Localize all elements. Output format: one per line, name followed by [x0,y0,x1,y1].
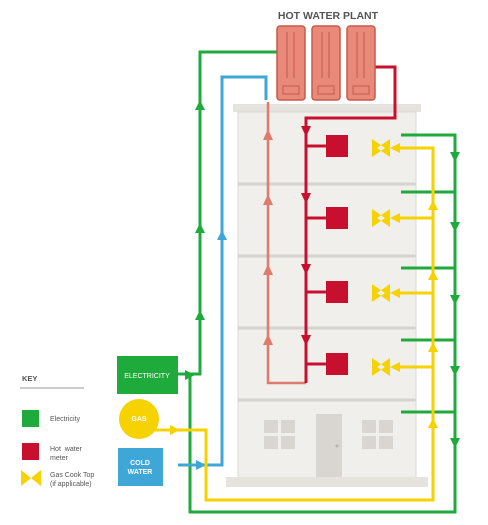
legend-hot-water-meter-swatch [22,443,39,460]
electricity-source-label: ELECTRICITY [124,373,170,380]
legend-electricity-swatch [22,410,39,427]
gas-source-label: GAS [131,416,147,423]
legend-gas-cooktop-label-line2: (if applicable) [50,481,92,488]
legend-gas-valve-icon [21,470,41,486]
diagram-title: HOT WATER PLANT [278,10,379,22]
hot-water-plant [276,25,376,101]
legend-electricity-label: Electricity [50,416,80,423]
cold-water-label-line2: WATER [128,469,153,476]
gas-lines [150,146,435,502]
hot-water-return-arrows [263,129,273,345]
hot-water-meter [326,281,348,303]
gas-source: GAS [119,399,159,439]
legend: KEY Electricity Hot water meter Gas Cook… [20,374,94,488]
cold-water-label-line1: COLD [130,460,150,467]
hot-water-supply-line [304,65,397,383]
hot-water-meters [326,135,348,375]
legend-gas-cooktop-label-line1: Gas Cook Top [50,472,94,479]
hot-water-meter [326,207,348,229]
electricity-arrows [185,100,460,448]
hot-water-meter [326,353,348,375]
electricity-source: ELECTRICITY [117,356,178,394]
legend-hot-water-meter-label-line2: meter [50,455,69,462]
legend-heading: KEY [22,374,37,383]
gas-cooktop-valves [372,139,390,376]
hot-water-meter [326,135,348,157]
cold-water-source: COLD WATER [118,448,163,486]
cold-water-arrows [196,230,227,470]
legend-hot-water-meter-label-line1: Hot water [50,446,83,453]
hot-water-supply-arrows [301,126,311,346]
gas-arrows [170,143,438,435]
